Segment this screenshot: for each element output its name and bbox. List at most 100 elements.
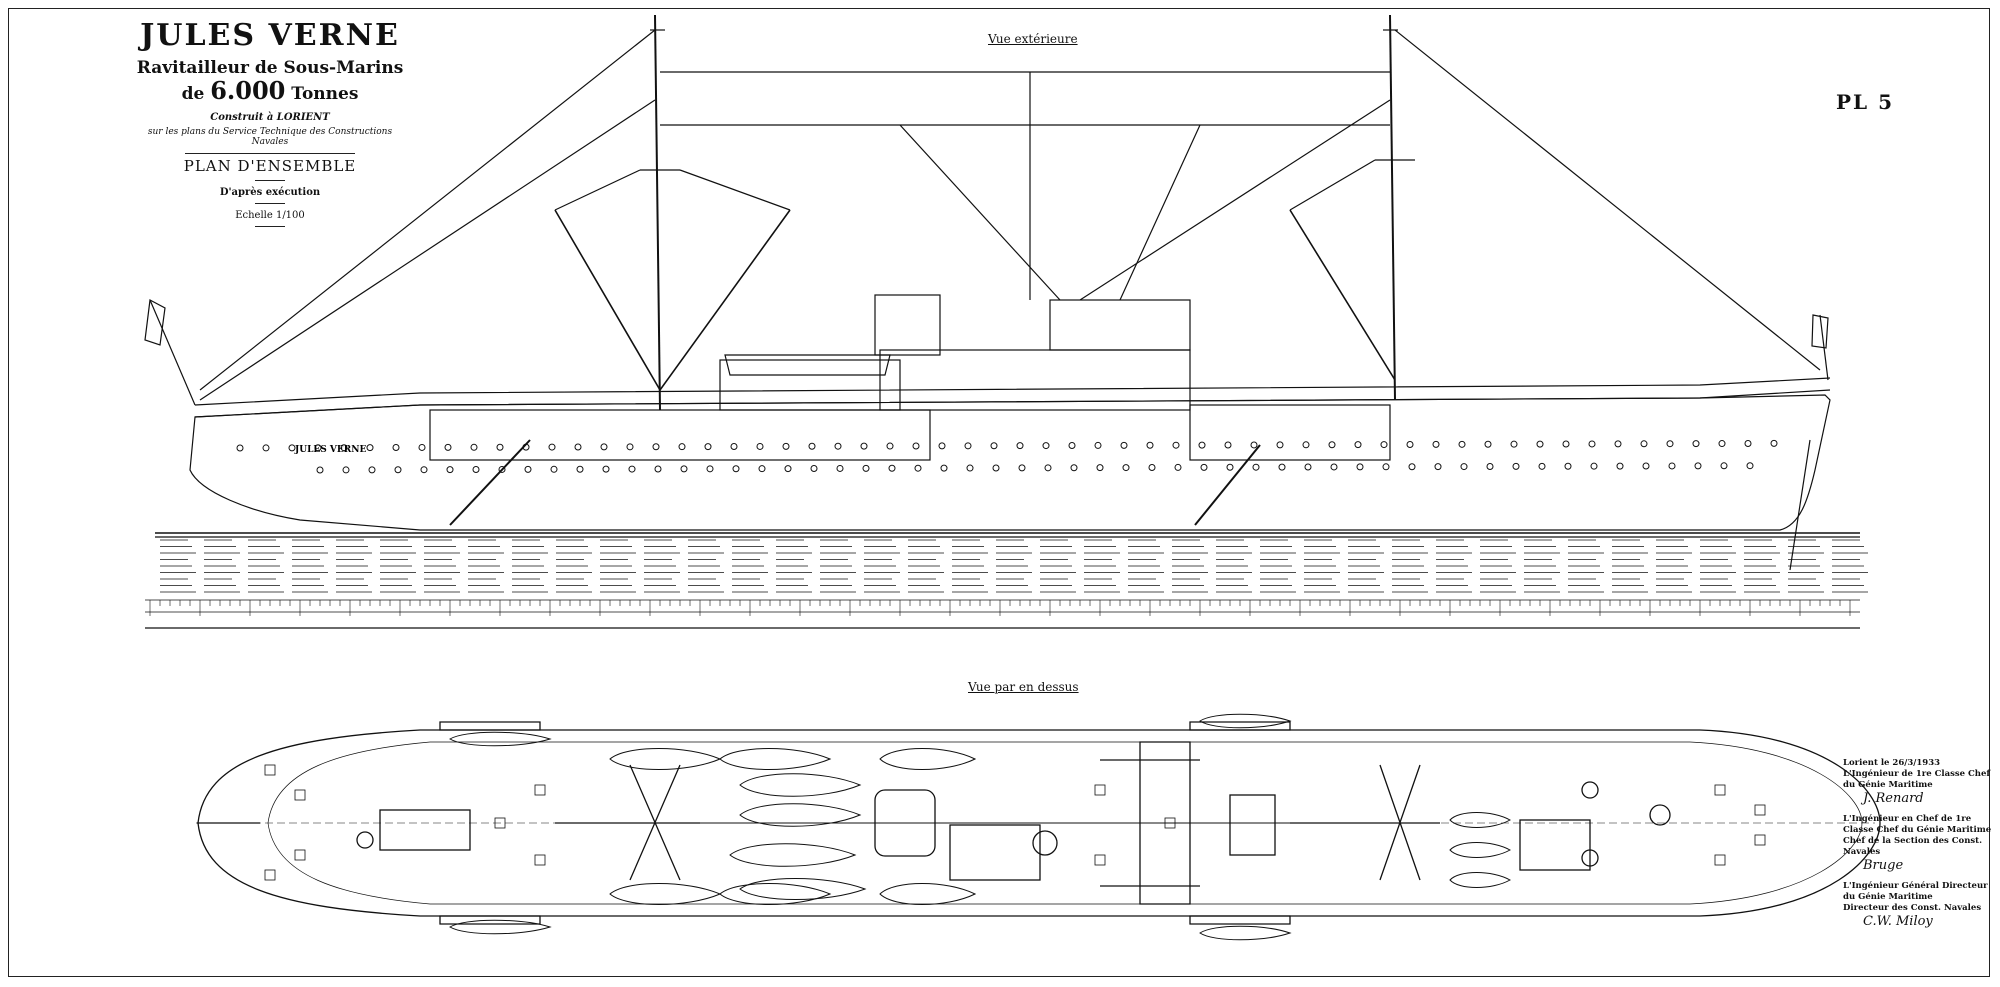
title-rule (255, 203, 285, 204)
porthole (888, 464, 896, 472)
hatch (1519, 819, 1591, 871)
deck-fitting (1754, 804, 1766, 816)
boat (739, 803, 862, 827)
porthole (574, 443, 582, 451)
built-at: Construit à LORIENT (210, 112, 330, 123)
porthole (368, 466, 376, 474)
bridge-top (1049, 299, 1191, 351)
porthole (1276, 441, 1284, 449)
porthole (1408, 463, 1416, 471)
porthole (470, 443, 478, 451)
back-stay (1394, 29, 1821, 371)
porthole (914, 464, 922, 472)
porthole (1564, 462, 1572, 470)
signature-2: Bruge (1863, 858, 1904, 873)
boat (739, 878, 867, 900)
porthole (316, 466, 324, 474)
jack-staff (149, 299, 196, 406)
deck-fitting (264, 764, 276, 776)
deck-line (194, 389, 1831, 418)
porthole (392, 444, 400, 452)
derrick-plan (1290, 764, 1440, 881)
porthole (862, 464, 870, 472)
porthole (782, 442, 790, 450)
porthole (1510, 440, 1518, 448)
boats (449, 713, 1512, 941)
plate-number: PL 5 (1836, 90, 1894, 114)
portholes (236, 439, 1778, 474)
capstan (1649, 804, 1671, 826)
porthole (1016, 442, 1024, 450)
signature-1: J. Renard (1863, 791, 1924, 806)
porthole (1068, 442, 1076, 450)
porthole (1718, 440, 1726, 448)
deck-fitting (1714, 784, 1726, 796)
porthole (524, 465, 532, 473)
porthole (756, 442, 764, 450)
porthole (652, 443, 660, 451)
porthole (522, 443, 530, 451)
water-lines (160, 539, 1868, 593)
boat (1199, 713, 1292, 729)
ship-name: JULES VERNE (140, 18, 400, 53)
derrick-plan (555, 764, 700, 881)
fore-stay (199, 29, 656, 391)
porthole (628, 465, 636, 473)
boat (729, 843, 857, 867)
porthole (1562, 440, 1570, 448)
porthole (706, 465, 714, 473)
approval-role-1: L'Ingénieur de 1re Classe Chef du Génie … (1843, 769, 1991, 790)
derrick (659, 209, 791, 391)
porthole (1070, 464, 1078, 472)
approvals-block: Lorient le 26/3/1933 L'Ingénieur de 1re … (1843, 758, 1993, 937)
porthole (810, 465, 818, 473)
porthole (1770, 439, 1778, 447)
porthole (1096, 464, 1104, 472)
porthole (1458, 440, 1466, 448)
porthole (938, 442, 946, 450)
porthole (236, 444, 244, 452)
porthole (1200, 463, 1208, 471)
anchor-chain (1789, 439, 1811, 571)
porthole (1590, 462, 1598, 470)
porthole (600, 443, 608, 451)
approval-section: Chef de la Section des Const. Navales (1843, 836, 1983, 857)
porthole (966, 464, 974, 472)
approval-director: Directeur des Const. Navales (1843, 903, 1982, 913)
porthole (654, 465, 662, 473)
accommodation-ladder (1194, 444, 1261, 526)
porthole (1148, 464, 1156, 472)
porthole (1122, 464, 1130, 472)
scale: Echelle 1/100 (235, 210, 305, 221)
porthole (472, 466, 480, 474)
porthole (1250, 441, 1258, 449)
boat (719, 748, 832, 770)
boat-deck (719, 359, 901, 411)
porthole (1044, 464, 1052, 472)
accommodation-ladder (449, 439, 531, 526)
rail-line (194, 377, 1831, 406)
porthole (576, 465, 584, 473)
deck-fitting (1714, 854, 1726, 866)
porthole (678, 443, 686, 451)
porthole (1406, 440, 1414, 448)
signature-3: C.W. Miloy (1863, 914, 1933, 929)
fore-mast (654, 14, 661, 411)
approval-role-3: L'Ingénieur Général Directeur du Génie M… (1843, 881, 1988, 902)
deck-fitting (1094, 784, 1106, 796)
plans-origin: sur les plans du Service Technique des C… (147, 127, 393, 147)
capstan (1581, 849, 1599, 867)
porthole (1588, 440, 1596, 448)
porthole (1614, 440, 1622, 448)
porthole (1460, 463, 1468, 471)
porthole (1278, 463, 1286, 471)
ship-type: Ravitailleur de Sous-Marins (136, 58, 404, 78)
porthole (912, 442, 920, 450)
porthole (1744, 439, 1752, 447)
deck-outline (196, 729, 1881, 917)
porthole (498, 465, 506, 473)
porthole (1694, 462, 1702, 470)
title-block: JULES VERNE Ravitailleur de Sous-Marins … (130, 18, 410, 232)
porthole (314, 444, 322, 452)
